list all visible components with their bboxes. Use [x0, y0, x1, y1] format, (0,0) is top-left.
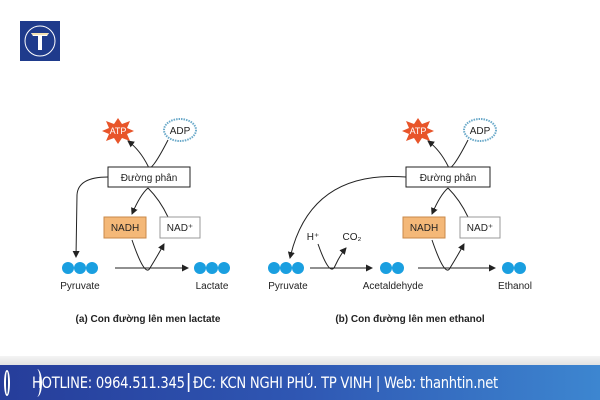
- ethanol-label: Ethanol: [498, 281, 532, 292]
- adp-label: ADP: [470, 126, 491, 137]
- nadh-label: NADH: [111, 223, 139, 234]
- brand-logo: [20, 21, 60, 61]
- h-ion-label: H⁺: [307, 232, 320, 243]
- nad-label: NAD⁺: [167, 223, 193, 234]
- adp-label: ADP: [170, 126, 191, 137]
- caption-b: (b) Con đường lên men ethanol: [335, 314, 485, 325]
- lactate-molecule-icon: [194, 262, 230, 274]
- nadh-box: [402, 216, 446, 239]
- caption-a: (a) Con đường lên men lactate: [76, 314, 221, 325]
- ethanol-molecule-icon: [502, 262, 526, 274]
- footer-divider: [0, 356, 600, 365]
- panel-b: ATP ADP Đường phân NADH NAD⁺ H⁺ CO₂ Pyru…: [268, 118, 532, 325]
- lactate-label: Lactate: [196, 281, 229, 292]
- pyruvate-label: Pyruvate: [60, 281, 100, 292]
- nadh-label: NADH: [410, 223, 438, 234]
- atp-burst-icon: [102, 118, 134, 144]
- adp-badge: [163, 118, 197, 142]
- nad-box: [159, 216, 201, 239]
- pyruvate-molecule-icon: [62, 262, 98, 274]
- glycolysis-label: Đường phân: [121, 173, 178, 184]
- adp-badge: [463, 118, 497, 142]
- footer-banner: HOTLINE: 0964.511.345 ĐC: KCN NGHI PHÚ. T…: [0, 365, 600, 400]
- atp-label: ATP: [110, 126, 127, 136]
- pyruvate-label: Pyruvate: [268, 281, 308, 292]
- acetaldehyde-label: Acetaldehyde: [363, 281, 424, 292]
- acetaldehyde-molecule-icon: [380, 262, 404, 274]
- atp-label: ATP: [410, 126, 427, 136]
- atp-burst-icon: [402, 118, 434, 144]
- nad-box: [459, 216, 501, 239]
- co2-label: CO₂: [343, 232, 362, 243]
- footer-logo-icon: [4, 368, 41, 397]
- glycolysis-label: Đường phân: [420, 173, 477, 184]
- nadh-box: [103, 216, 147, 239]
- pyruvate-molecule-icon: [268, 262, 304, 274]
- nad-label: NAD⁺: [467, 223, 493, 234]
- fermentation-diagram: ATP ADP Đường phân NADH NAD⁺ Pyruvate La…: [60, 118, 532, 325]
- panel-a: ATP ADP Đường phân NADH NAD⁺ Pyruvate La…: [60, 118, 230, 325]
- hotline-text: HOTLINE: 0964.511.345: [31, 373, 185, 392]
- website-link[interactable]: Web: thanhtin.net: [383, 373, 498, 392]
- address-text: ĐC: KCN NGHI PHÚ. TP VINH: [192, 373, 372, 392]
